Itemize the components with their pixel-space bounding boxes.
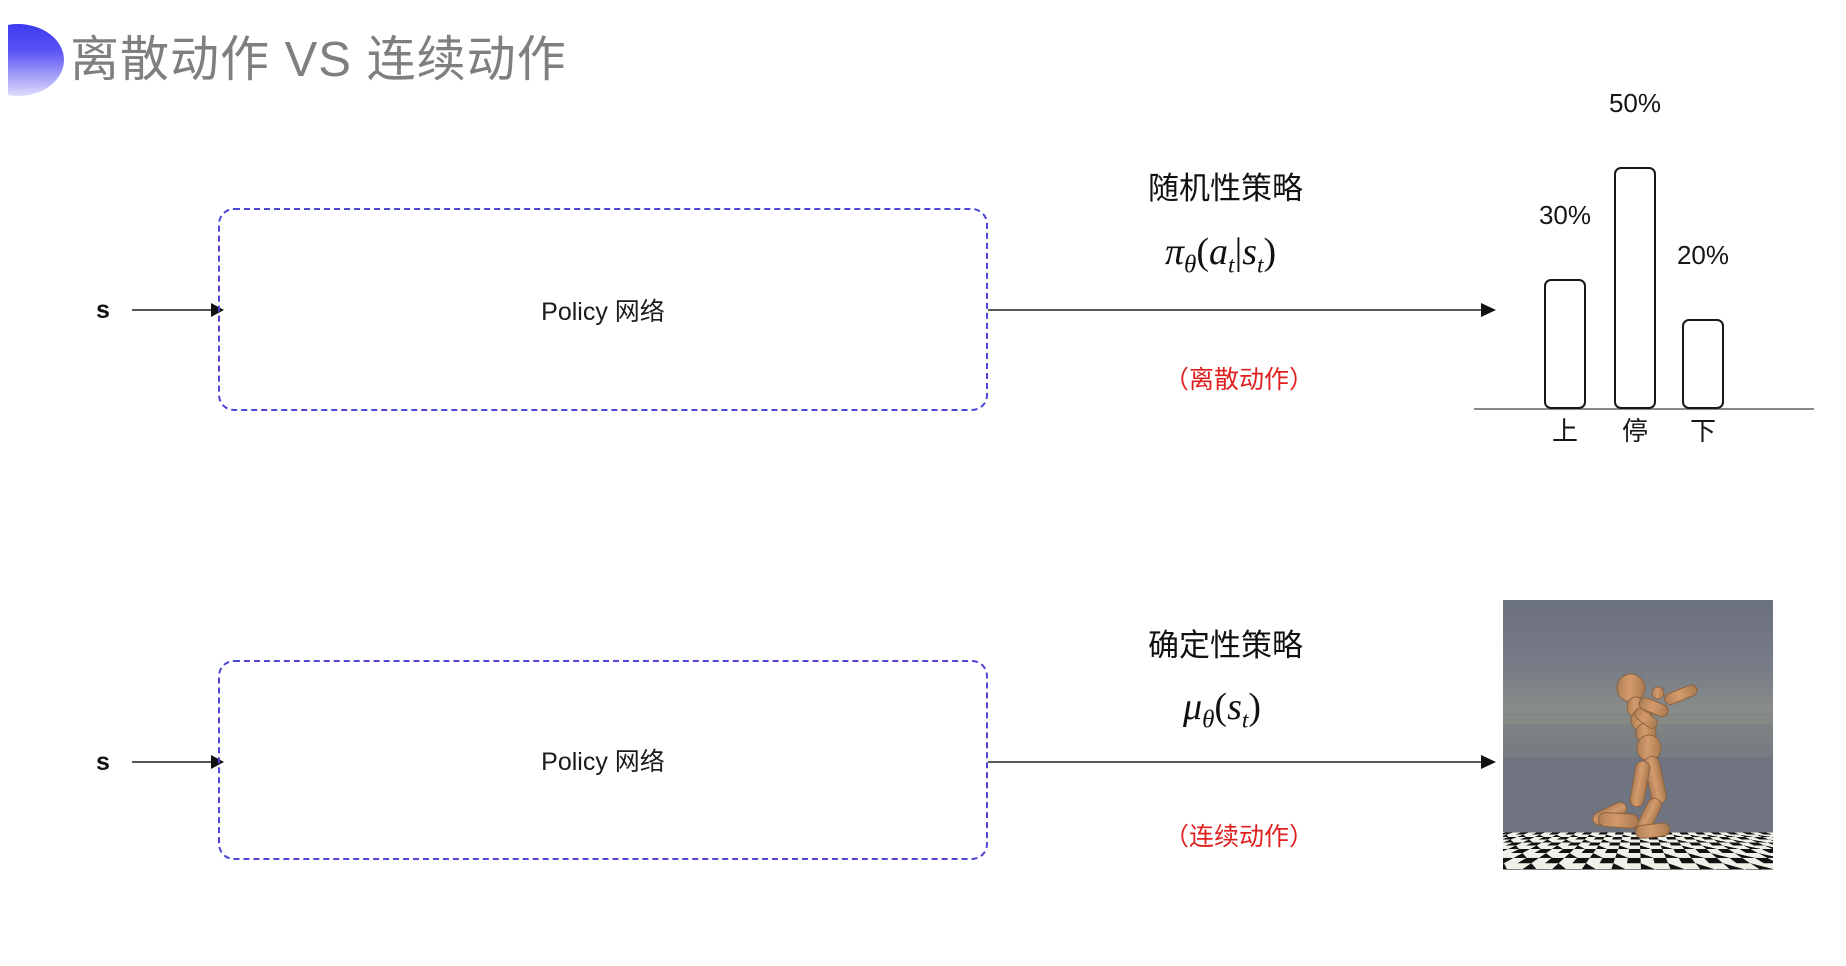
bar-category-up: 上	[1551, 416, 1578, 446]
arrow-shaft	[132, 761, 214, 763]
stochastic-policy-formula: πθ(at|st)	[1165, 230, 1276, 280]
policy-network-box-discrete[interactable]: Policy 网络	[218, 208, 988, 411]
policy-network-label: Policy 网络	[541, 748, 665, 776]
action-probability-bar-chart: 30% 50% 20% 上 停 下	[1466, 88, 1816, 450]
arrow-shaft	[988, 761, 1484, 763]
continuous-action-note: （连续动作）	[1164, 823, 1315, 851]
formula-conditional-bar: |	[1234, 231, 1243, 273]
formula-state-subscript: t	[1241, 707, 1249, 734]
formula-state-symbol: s	[1242, 231, 1257, 273]
formula-function: π	[1165, 231, 1185, 273]
output-arrow-discrete	[988, 303, 1496, 317]
chart-x-axis	[1474, 408, 1814, 410]
formula-theta-subscript: θ	[1202, 706, 1215, 734]
input-arrow-continuous	[132, 755, 224, 769]
formula-close-paren: )	[1263, 231, 1277, 273]
arrow-shaft	[988, 309, 1484, 311]
arrow-shaft	[132, 309, 214, 311]
bar-up	[1544, 279, 1586, 409]
discrete-action-note: （离散动作）	[1164, 366, 1315, 394]
bar-category-stop: 停	[1621, 416, 1648, 446]
formula-state-subscript: t	[1256, 252, 1264, 279]
formula-action-symbol: a	[1209, 231, 1229, 273]
formula-state-symbol: s	[1227, 686, 1242, 728]
humanoid-figure-icon	[1592, 673, 1698, 839]
bar-down	[1682, 319, 1724, 409]
formula-function: μ	[1183, 686, 1203, 728]
bar-category-down: 下	[1689, 416, 1716, 446]
bar-stop	[1614, 167, 1656, 409]
page-title: 离散动作 VS 连续动作	[70, 33, 567, 87]
policy-network-label: Policy 网络	[541, 297, 665, 326]
arrow-head-icon	[1481, 755, 1496, 769]
bar-value-label-up: 30%	[1538, 200, 1592, 230]
deterministic-policy-title: 确定性策略	[1148, 628, 1303, 663]
bar-value-label-stop: 50%	[1608, 88, 1662, 118]
arrow-head-icon	[211, 303, 224, 317]
bar-value-label-down: 20%	[1676, 240, 1730, 270]
formula-close-paren: )	[1248, 686, 1262, 728]
humanoid-simulation-image	[1503, 600, 1773, 870]
state-input-label-continuous: s	[96, 748, 110, 776]
stochastic-policy-title: 随机性策略	[1148, 171, 1303, 206]
output-arrow-continuous	[988, 755, 1496, 769]
state-input-label-discrete: s	[96, 296, 110, 324]
policy-network-box-continuous[interactable]: Policy 网络	[218, 660, 988, 860]
formula-open-paren: (	[1196, 231, 1210, 273]
formula-action-subscript: t	[1228, 252, 1235, 279]
half-circle-gradient-icon	[8, 24, 64, 96]
input-arrow-discrete	[132, 303, 224, 317]
deterministic-policy-formula: μθ(st)	[1183, 685, 1261, 735]
formula-theta-subscript: θ	[1184, 251, 1197, 279]
arrow-head-icon	[1481, 303, 1496, 317]
arrow-head-icon	[211, 755, 224, 769]
formula-open-paren: (	[1214, 686, 1228, 728]
title-bullet	[8, 24, 64, 96]
